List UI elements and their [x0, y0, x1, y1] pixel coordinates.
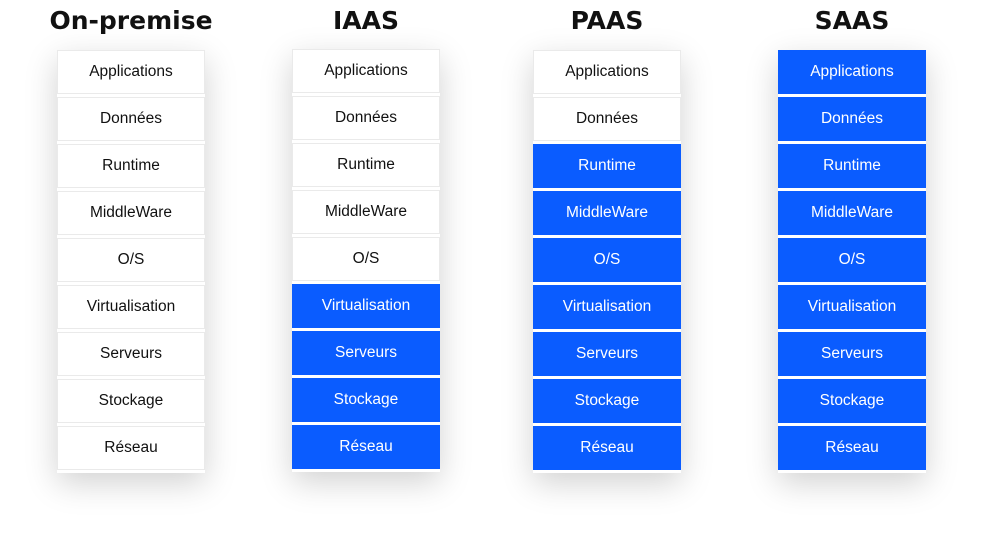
layer-stack: Applications Données Runtime MiddleWare …: [292, 49, 440, 472]
layer-os: O/S: [57, 238, 205, 282]
layer-os: O/S: [778, 238, 926, 282]
layer-middleware: MiddleWare: [778, 191, 926, 235]
layer-stack: Applications Données Runtime MiddleWare …: [57, 50, 205, 473]
layer-donnees: Données: [57, 97, 205, 141]
column-title: IAAS: [332, 6, 399, 35]
layer-applications: Applications: [778, 50, 926, 94]
layer-os: O/S: [533, 238, 681, 282]
layer-stockage: Stockage: [57, 379, 205, 423]
layer-runtime: Runtime: [292, 143, 440, 187]
layer-serveurs: Serveurs: [292, 331, 440, 375]
column-title: PAAS: [570, 6, 644, 35]
layer-applications: Applications: [57, 50, 205, 94]
layer-virtualisation: Virtualisation: [533, 285, 681, 329]
layer-runtime: Runtime: [778, 144, 926, 188]
layer-stockage: Stockage: [533, 379, 681, 423]
layer-serveurs: Serveurs: [778, 332, 926, 376]
layer-os: O/S: [292, 237, 440, 281]
column-title: SAAS: [814, 6, 890, 35]
layer-virtualisation: Virtualisation: [57, 285, 205, 329]
layer-reseau: Réseau: [533, 426, 681, 470]
layer-applications: Applications: [292, 49, 440, 93]
layer-middleware: MiddleWare: [57, 191, 205, 235]
layer-stockage: Stockage: [292, 378, 440, 422]
layer-applications: Applications: [533, 50, 681, 94]
layer-middleware: MiddleWare: [292, 190, 440, 234]
layer-runtime: Runtime: [533, 144, 681, 188]
layer-stockage: Stockage: [778, 379, 926, 423]
layer-runtime: Runtime: [57, 144, 205, 188]
layer-donnees: Données: [292, 96, 440, 140]
layer-donnees: Données: [533, 97, 681, 141]
layer-serveurs: Serveurs: [533, 332, 681, 376]
layer-middleware: MiddleWare: [533, 191, 681, 235]
layer-donnees: Données: [778, 97, 926, 141]
layer-virtualisation: Virtualisation: [778, 285, 926, 329]
layer-virtualisation: Virtualisation: [292, 284, 440, 328]
column-title: On-premise: [49, 6, 213, 35]
layer-reseau: Réseau: [292, 425, 440, 469]
layer-serveurs: Serveurs: [57, 332, 205, 376]
layer-reseau: Réseau: [57, 426, 205, 470]
layer-stack: Applications Données Runtime MiddleWare …: [533, 50, 681, 473]
layer-reseau: Réseau: [778, 426, 926, 470]
layer-stack: Applications Données Runtime MiddleWare …: [778, 50, 926, 473]
